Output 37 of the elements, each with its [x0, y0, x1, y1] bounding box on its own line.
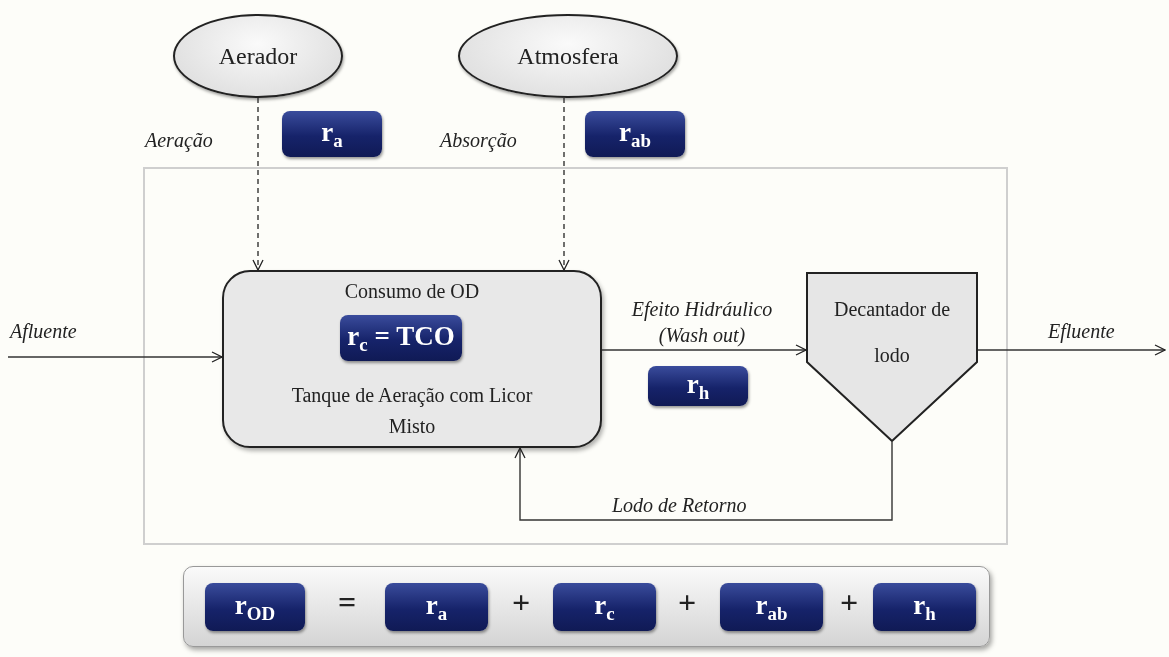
- arrow: [7, 351, 223, 363]
- rate-badge: [720, 583, 823, 631]
- settler-tank: [806, 272, 978, 442]
- node-label: Atmosfera: [517, 42, 619, 70]
- equation-panel: [183, 566, 990, 647]
- tank-heading: Consumo de OD: [343, 280, 481, 303]
- rate-symbol: r$_{a}$: [425, 589, 448, 625]
- aeration-tank: [222, 270, 602, 448]
- rate-badge: [648, 366, 748, 406]
- dashed-arrow: [558, 97, 570, 271]
- rate-symbol: r$_{c}$: [594, 589, 615, 625]
- rate-badge: [585, 111, 685, 157]
- system-boundary: [143, 167, 1008, 545]
- rate-badge: [340, 315, 462, 361]
- rate-symbol: r$_{ab}$: [755, 589, 788, 625]
- operator-sign: +: [840, 584, 859, 621]
- rate-symbol: r$_{h}$: [913, 589, 936, 625]
- node-label: Decantador de lodo: [832, 297, 951, 368]
- dashed-arrow: [252, 97, 264, 271]
- operator-sign: +: [678, 584, 697, 621]
- rate-badge: [553, 583, 656, 631]
- rate-symbol: r$_{c}$ = TCO: [347, 320, 455, 356]
- arrow: [601, 344, 807, 356]
- node-label: Aerador: [218, 42, 298, 70]
- arrow: [514, 441, 893, 521]
- rate-badge: [205, 583, 305, 631]
- rate-symbol: r$_{ab}$: [619, 116, 651, 152]
- rate-badge: [873, 583, 976, 631]
- operator-sign: +: [512, 584, 531, 621]
- rate-symbol: r$_{OD}$: [234, 589, 276, 625]
- tank-label: Tanque de Aeração com Licor Misto: [290, 383, 534, 439]
- rate-symbol: r$_{h}$: [686, 368, 710, 404]
- rate-badge: [385, 583, 488, 631]
- rate-symbol: r$_{a}$: [321, 116, 343, 152]
- operator-sign: =: [338, 584, 357, 621]
- rate-badge: [282, 111, 382, 157]
- arrow: [977, 344, 1166, 356]
